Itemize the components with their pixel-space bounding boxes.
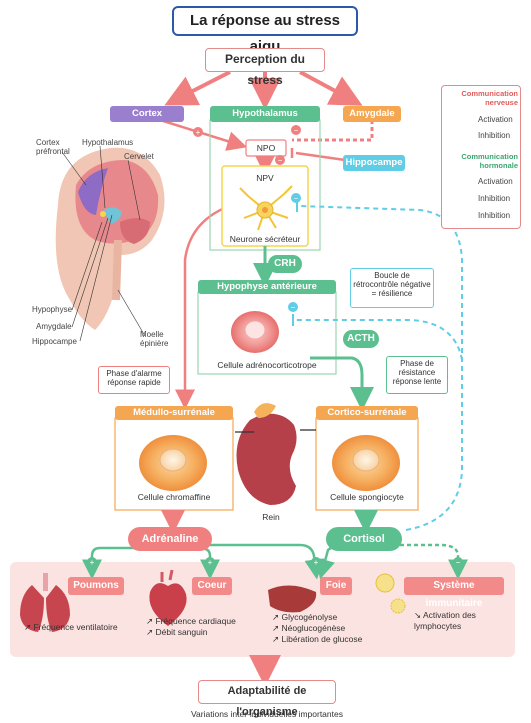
npv-label: NPV [256, 173, 274, 183]
legend-inhibition-1: Inhibition [478, 131, 511, 140]
bottom-box: Adaptabilité de l'organisme [198, 680, 336, 718]
brain-label-hypothalamus: Hypothalamus [82, 138, 134, 147]
svg-text:−: − [294, 194, 299, 203]
brain-graphic [55, 147, 165, 330]
svg-text:+: + [90, 558, 95, 567]
brain-label-moelle: Moelle épinière [140, 330, 169, 348]
hippocampe-tag: Hippocampe [343, 155, 405, 171]
npo-frame [245, 139, 287, 157]
medullo-tag: Médullo-surrénale [115, 406, 233, 420]
poumons-tag: Poumons [68, 577, 124, 595]
chromaffine-label: Cellule chromaffine [137, 492, 211, 502]
effect-line: ↗ Fréquence cardiaque [146, 616, 236, 626]
svg-text:−: − [291, 303, 296, 312]
effect-line: ↗ Glycogénolyse [272, 612, 338, 622]
rein-label: Rein [262, 512, 280, 522]
acth-pill: ACTH [343, 330, 379, 348]
effect-text: Glycogénolyse [281, 612, 338, 622]
effect-text: Débit sanguin [155, 627, 208, 637]
brain-label-amygdale: Amygdale [36, 322, 72, 331]
legend [441, 85, 521, 229]
svg-text:+: + [196, 128, 201, 137]
effect-immun: ↘ Activation des lymphocytes [414, 610, 476, 631]
crh-pill: CRH [268, 255, 302, 273]
svg-text:−: − [278, 156, 283, 165]
liver-graphic [268, 585, 317, 613]
coeur-tag: Coeur [192, 577, 232, 595]
effect-text: Libération de glucose [281, 634, 363, 644]
effect-line: ↗ Libération de glucose [272, 634, 363, 644]
cell-chromaffine-graphic [139, 435, 207, 491]
brain-label-hypophyse: Hypophyse [32, 305, 73, 314]
effect-poumons: ↗ Fréquence ventilatoire [24, 622, 118, 632]
perception-box: Perception du stress [205, 48, 325, 87]
amygdale-tag: Amygdale [343, 106, 401, 122]
effect-line: ↗ Néoglucogénèse [272, 623, 346, 633]
immun-tag: Système immunitaire [404, 577, 504, 609]
phase-alarme-box: Phase d'alarme réponse rapide [98, 366, 170, 394]
hypophyse-tag: Hypophyse antérieure [198, 280, 336, 294]
svg-text:+: + [208, 558, 213, 567]
lungs-graphic [20, 573, 70, 632]
page-title: La réponse au stress aigu [172, 6, 358, 55]
spongiocyte-label: Cellule spongiocyte [330, 492, 404, 502]
effect-text: Fréquence ventilatoire [33, 622, 118, 632]
boucle-box: Boucle de rétrocontrôle négative = résil… [350, 268, 434, 308]
cortico-tag: Cortico-surrénale [316, 406, 418, 420]
cortisol-pill: Cortisol [326, 527, 402, 551]
markers: + − − − − + + + − [87, 125, 463, 567]
neurone-label: Neurone sécréteur [229, 234, 301, 244]
kidney-graphic [235, 403, 316, 505]
heart-graphic [149, 569, 187, 626]
legend-activation-2: Activation [478, 177, 513, 186]
cell-spongiocyte-graphic [332, 435, 400, 491]
brain-label-cortex: Cortex préfrontal [36, 138, 70, 156]
neurone-graphic [239, 185, 293, 231]
foie-tag: Foie [320, 577, 352, 595]
cortex-tag: Cortex préfrontal [110, 106, 184, 135]
hypothalamus-tag: Hypothalamus [210, 106, 320, 122]
effect-foie: ↗ Glycogénolyse ↗ Néoglucogénèse ↗ Libér… [272, 612, 392, 645]
immune-graphic [375, 573, 406, 614]
adrenaline-pill: Adrénaline [128, 527, 212, 551]
phase-resistance-box: Phase de résistance réponse lente [386, 356, 448, 394]
adrenocorticotrope-label: Cellule adrénocorticotrope [217, 360, 317, 370]
legend-inhibition-2: Inhibition [478, 194, 511, 203]
svg-text:+: + [314, 558, 319, 567]
legend-hormonale-title: Communication hormonale [461, 152, 518, 170]
effect-coeur: ↗ Fréquence cardiaque ↗ Débit sanguin [146, 616, 266, 638]
legend-activation-1: Activation [478, 115, 513, 124]
effect-text: Néoglucogénèse [281, 623, 346, 633]
legend-inhibition-3: Inhibition [478, 211, 511, 220]
svg-text:−: − [294, 126, 299, 135]
svg-text:−: − [456, 558, 461, 567]
legend-nerveuse-title: Communication nerveuse [461, 89, 518, 107]
npo-label: NPO [256, 143, 276, 153]
brain-label-cervelet: Cervelet [124, 152, 154, 161]
bottom-subtitle: Variations inter-individuelles important… [191, 709, 343, 719]
brain-leader-lines [61, 145, 146, 342]
cell-adrenocorticotrope-graphic [231, 311, 279, 353]
effect-line: ↗ Débit sanguin [146, 627, 208, 637]
brain-label-hippocampe: Hippocampe [32, 337, 77, 346]
effect-text: Fréquence cardiaque [155, 616, 236, 626]
effect-text: Activation des lymphocytes [414, 610, 476, 631]
